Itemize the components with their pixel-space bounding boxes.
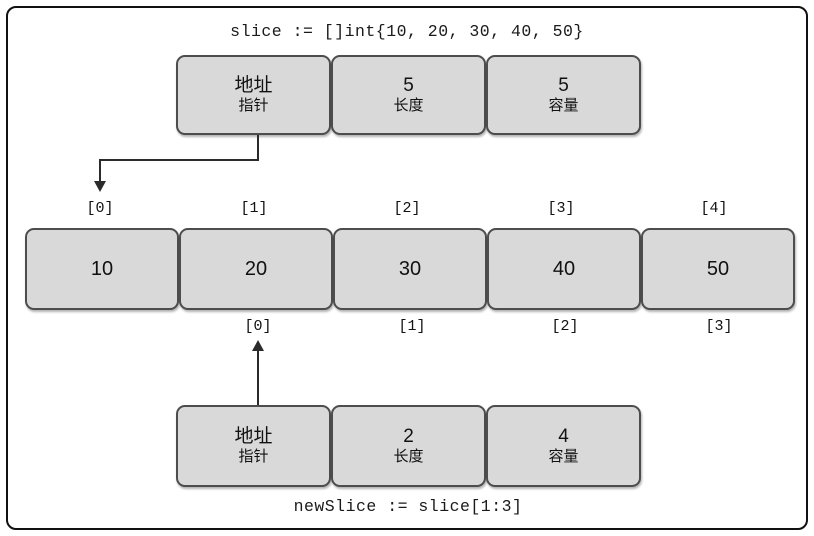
array-top-index-0: [0]: [86, 200, 114, 217]
slice-header-length-box: 5 长度: [331, 55, 486, 135]
slice-header-capacity-label: 容量: [548, 96, 579, 114]
pointer-arrowhead-down-icon: [94, 181, 106, 192]
newslice-header-pointer-label: 指针: [238, 447, 269, 465]
array-top-index-2: [2]: [393, 200, 421, 217]
array-top-index-1: [1]: [240, 200, 268, 217]
pointer-line-vertical-into-array: [99, 159, 101, 183]
newslice-header-pointer-value: 地址: [234, 426, 273, 448]
newslice-header-length-box: 2 长度: [331, 405, 486, 487]
newslice-header-length-label: 长度: [393, 447, 424, 465]
array-bottom-index-2: [2]: [551, 318, 579, 335]
newslice-header-capacity-value: 4: [558, 426, 569, 448]
array-cell-3: 40: [487, 228, 641, 310]
array-top-index-4: [4]: [700, 200, 728, 217]
array-cell-1: 20: [179, 228, 333, 310]
slice-header-length-label: 长度: [393, 96, 424, 114]
array-bottom-index-0: [0]: [244, 318, 272, 335]
slice-declaration-label: slice := []int{10, 20, 30, 40, 50}: [230, 22, 584, 41]
array-cell-4-value: 50: [706, 257, 730, 280]
slice-header-length-value: 5: [403, 75, 414, 97]
array-cell-0: 10: [25, 228, 179, 310]
array-cell-4: 50: [641, 228, 795, 310]
newslice-arrowhead-up-icon: [252, 340, 264, 351]
newslice-header-length-value: 2: [403, 426, 414, 448]
newslice-header-capacity-label: 容量: [548, 447, 579, 465]
pointer-line-vertical-down: [257, 135, 259, 161]
array-cell-0-value: 10: [90, 257, 114, 280]
array-cell-2-value: 30: [398, 257, 422, 280]
newslice-header-capacity-box: 4 容量: [486, 405, 641, 487]
slice-header-pointer-box: 地址 指针: [176, 55, 331, 135]
newslice-header-pointer-box: 地址 指针: [176, 405, 331, 487]
newslice-declaration-label: newSlice := slice[1:3]: [293, 497, 523, 516]
slice-header-capacity-value: 5: [558, 75, 569, 97]
slice-header-capacity-box: 5 容量: [486, 55, 641, 135]
slice-header-pointer-label: 指针: [238, 96, 269, 114]
array-bottom-index-3: [3]: [705, 318, 733, 335]
array-cell-3-value: 40: [552, 257, 576, 280]
array-top-index-3: [3]: [547, 200, 575, 217]
slice-header-pointer-value: 地址: [234, 75, 273, 97]
array-cell-1-value: 20: [244, 257, 268, 280]
newslice-pointer-line: [257, 350, 259, 405]
array-cell-2: 30: [333, 228, 487, 310]
array-bottom-index-1: [1]: [398, 318, 426, 335]
pointer-line-horizontal: [99, 159, 259, 161]
